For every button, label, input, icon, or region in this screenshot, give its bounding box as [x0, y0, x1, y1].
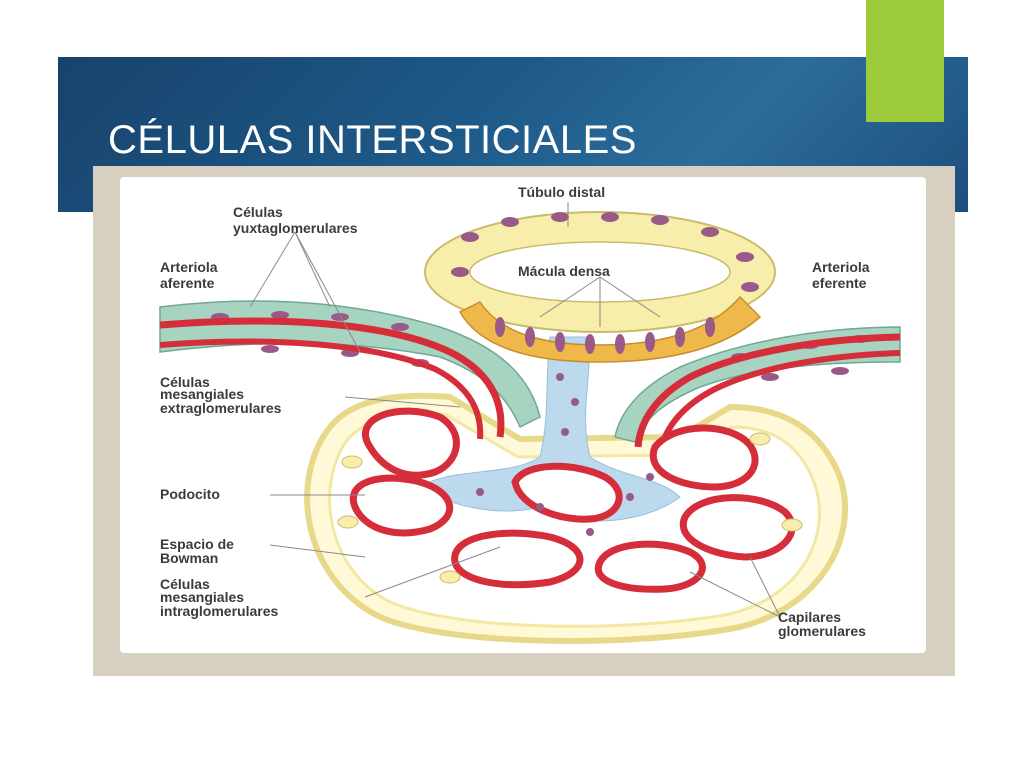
label-celulas-yuxta-1: Células: [233, 204, 283, 220]
juxtaglomerular-diagram: Túbulo distal Células yuxtaglomerulares …: [159, 184, 901, 644]
macula-densa-nuclei: [495, 317, 715, 354]
label-podocito: Podocito: [160, 486, 220, 502]
podocytes: [337, 432, 803, 584]
tubule-nuclei: [451, 212, 759, 292]
label-mesangiales-extra-1: Células: [160, 374, 210, 390]
afferent-arteriole: [159, 317, 505, 438]
diagram-panel: Túbulo distal Células yuxtaglomerulares …: [120, 177, 926, 653]
label-capilares-2: glomerulares: [778, 623, 866, 639]
label-arteriola-eferente-2: eferente: [812, 275, 867, 291]
label-espacio-1: Espacio de: [160, 536, 234, 552]
label-tubulo-distal: Túbulo distal: [518, 184, 605, 200]
label-mesangiales-intra-2: mesangiales: [160, 589, 244, 605]
slide-title: CÉLULAS INTERSTICIALES: [108, 118, 637, 162]
label-macula-densa: Mácula densa: [518, 263, 610, 279]
label-mesangiales-extra-2: mesangiales: [160, 386, 244, 402]
leader-lines: [249, 202, 781, 618]
label-mesangiales-intra-3: intraglomerulares: [160, 603, 278, 619]
label-arteriola-eferente-1: Arteriola: [812, 259, 870, 275]
label-capilares-1: Capilares: [778, 609, 841, 625]
label-celulas-yuxta-2: yuxtaglomerulares: [233, 220, 358, 236]
label-mesangiales-intra-1: Células: [160, 576, 210, 592]
label-mesangiales-extra-3: extraglomerulares: [160, 400, 282, 416]
mesangial-nuclei: [476, 373, 654, 536]
label-espacio-2: Bowman: [160, 550, 218, 566]
label-arteriola-aferente-2: aferente: [160, 275, 215, 291]
efferent-arteriole: [634, 333, 901, 448]
accent-bar: [866, 0, 944, 122]
label-arteriola-aferente-1: Arteriola: [160, 259, 218, 275]
